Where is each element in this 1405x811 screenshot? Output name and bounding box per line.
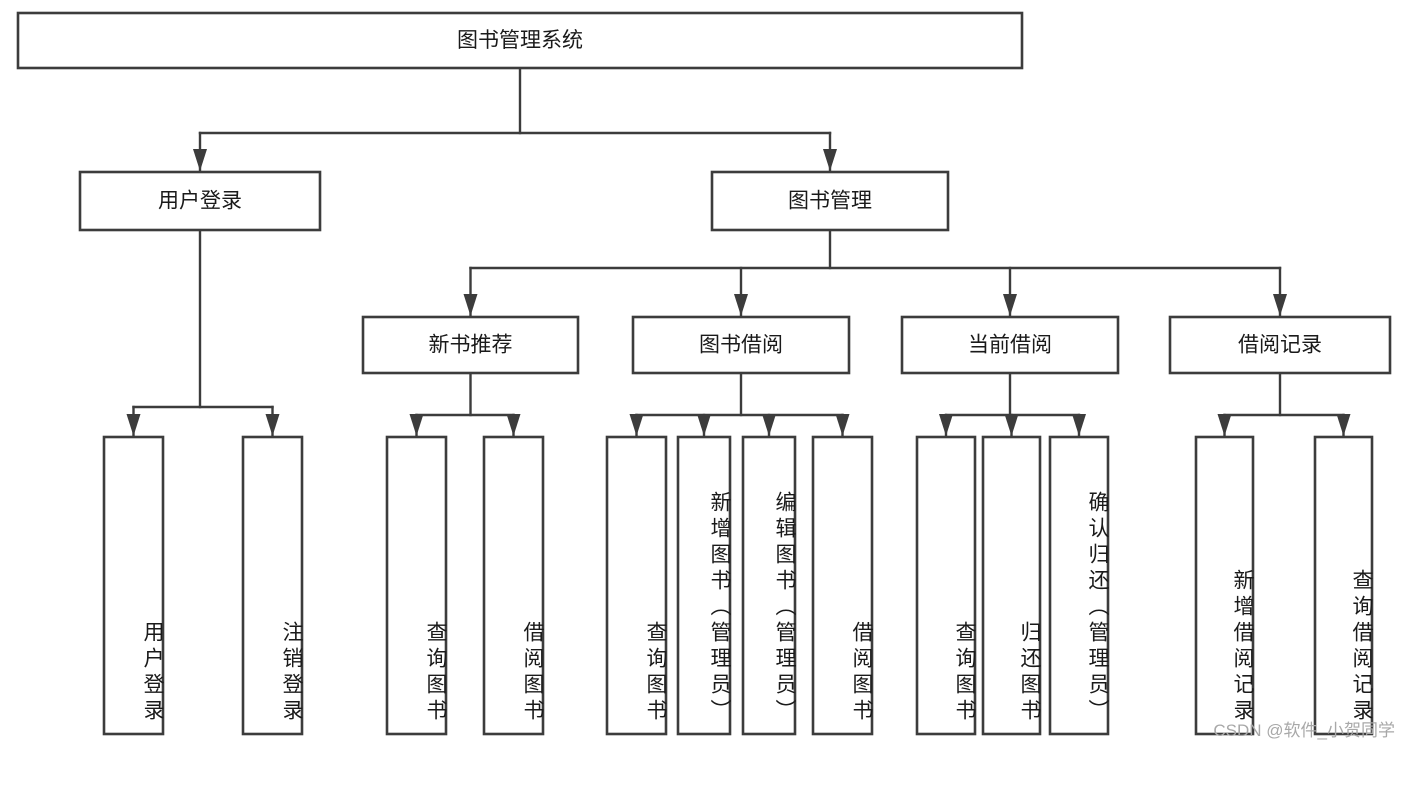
node-box-leaf-9 xyxy=(981,435,1042,736)
node-box-leaf-6 xyxy=(741,435,797,736)
arrow-head-icon xyxy=(463,294,478,316)
arrow-head-icon xyxy=(1004,414,1019,436)
node-box-level3-2 xyxy=(900,315,1120,375)
arrow-head-icon xyxy=(939,414,953,436)
arrow-head-icon xyxy=(265,414,280,436)
node-label-level3-3: 借阅记录 xyxy=(1238,334,1322,357)
arrow-head-icon xyxy=(1217,414,1232,436)
node-label-level2-0: 用户登录 xyxy=(158,190,242,213)
arrow-head-icon xyxy=(1336,414,1351,436)
arrow-head-icon xyxy=(409,414,424,436)
node-box-root xyxy=(16,11,1024,70)
arrow-head-icon xyxy=(823,149,837,171)
node-label-level3-0: 新书推荐 xyxy=(429,334,513,357)
node-box-level3-3 xyxy=(1168,315,1392,375)
node-box-leaf-4 xyxy=(605,435,668,736)
connector-layer xyxy=(126,66,1351,437)
arrow-head-icon xyxy=(697,414,711,436)
arrow-head-icon xyxy=(1072,414,1086,436)
arrow-head-icon xyxy=(629,414,644,436)
node-box-leaf-10 xyxy=(1048,435,1110,736)
node-box-leaf-3 xyxy=(482,435,545,736)
arrow-head-icon xyxy=(1273,294,1287,316)
arrow-head-icon xyxy=(734,294,748,316)
node-box-leaf-5 xyxy=(676,435,732,736)
watermark: CSDN @软件_小贺同学 xyxy=(1213,721,1395,740)
node-box-level2-1 xyxy=(710,170,950,232)
node-box-leaf-7 xyxy=(811,435,874,736)
node-label-level2-1: 图书管理 xyxy=(788,190,872,213)
node-box-leaf-11 xyxy=(1194,435,1255,736)
arrow-head-icon xyxy=(835,414,850,436)
node-box-layer xyxy=(16,11,1392,736)
arrow-head-icon xyxy=(506,414,521,436)
node-box-level2-0 xyxy=(78,170,322,232)
node-box-leaf-0 xyxy=(102,435,165,736)
node-box-level3-1 xyxy=(631,315,851,375)
arrow-head-icon xyxy=(126,414,141,436)
node-box-leaf-12 xyxy=(1313,435,1374,736)
node-label-level3-1: 图书借阅 xyxy=(699,334,783,357)
node-box-leaf-8 xyxy=(915,435,977,736)
diagram-canvas: 图书管理系统用户登录图书管理新书推荐图书借阅当前借阅借阅记录 用户登录注销登录查… xyxy=(16,11,1395,740)
node-box-leaf-2 xyxy=(385,435,448,736)
arrow-head-icon xyxy=(762,414,776,436)
node-box-leaf-1 xyxy=(241,435,304,736)
node-label-root: 图书管理系统 xyxy=(457,29,583,52)
node-box-level3-0 xyxy=(361,315,580,375)
arrow-head-icon xyxy=(1003,294,1017,316)
arrow-head-icon xyxy=(193,149,207,171)
node-label-level3-2: 当前借阅 xyxy=(968,334,1052,357)
